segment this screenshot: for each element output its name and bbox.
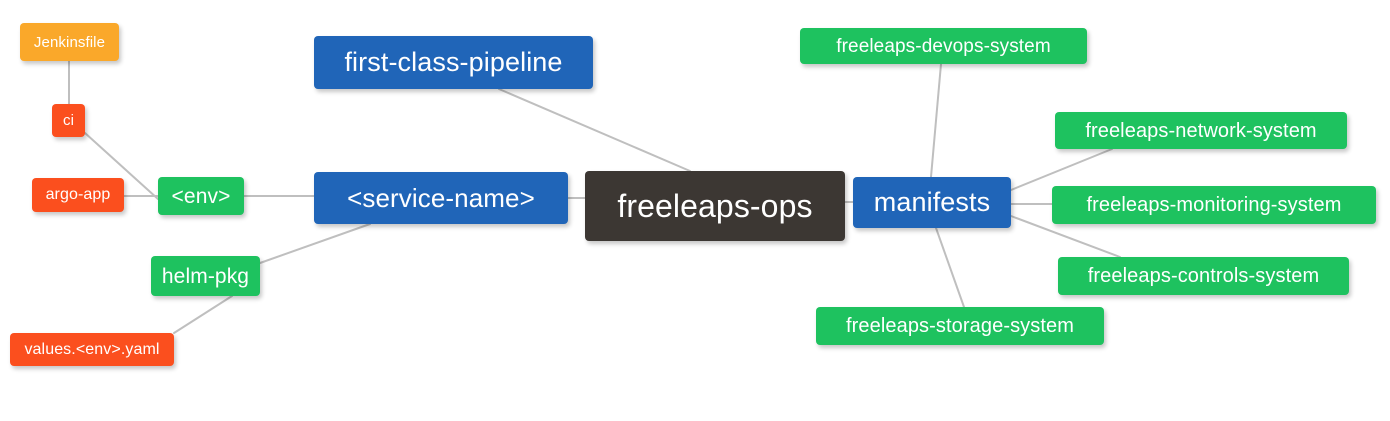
node-label-freeleaps-network-system: freeleaps-network-system — [1085, 119, 1317, 142]
node-label-freeleaps-ops: freeleaps-ops — [617, 188, 813, 224]
node-freeleaps-controls-system[interactable]: freeleaps-controls-system — [1058, 257, 1349, 295]
node-label-freeleaps-storage-system: freeleaps-storage-system — [845, 315, 1075, 337]
node-freeleaps-storage-system[interactable]: freeleaps-storage-system — [816, 307, 1104, 345]
node-freeleaps-devops-system[interactable]: freeleaps-devops-system — [800, 28, 1087, 64]
edge-values-yaml-to-helm-pkg — [173, 295, 233, 334]
edge-manifests-to-freeleaps-devops-system — [930, 63, 942, 178]
node-service-name[interactable]: <service-name> — [314, 172, 568, 224]
node-values-yaml[interactable]: values.<env>.yaml — [10, 333, 174, 366]
node-label-jenkinsfile: Jenkinsfile — [33, 33, 106, 51]
node-label-values-yaml: values.<env>.yaml — [24, 340, 160, 358]
edge-manifests-to-freeleaps-network-system — [1010, 148, 1113, 191]
node-label-ci: ci — [62, 112, 75, 129]
node-env[interactable]: <env> — [158, 177, 244, 215]
node-label-env: <env> — [171, 184, 231, 208]
node-jenkinsfile[interactable]: Jenkinsfile — [20, 23, 119, 61]
node-label-service-name: <service-name> — [347, 183, 535, 213]
node-label-manifests: manifests — [873, 187, 991, 217]
node-ci[interactable]: ci — [52, 104, 85, 137]
edge-manifests-to-freeleaps-storage-system — [935, 227, 965, 308]
edge-first-class-pipeline-to-freeleaps-ops — [498, 88, 691, 172]
node-label-first-class-pipeline: first-class-pipeline — [344, 47, 563, 77]
node-helm-pkg[interactable]: helm-pkg — [151, 256, 260, 296]
node-label-helm-pkg: helm-pkg — [161, 264, 250, 288]
node-label-freeleaps-monitoring-system: freeleaps-monitoring-system — [1086, 194, 1342, 216]
edge-helm-pkg-to-service-name — [259, 223, 371, 264]
node-freeleaps-monitoring-system[interactable]: freeleaps-monitoring-system — [1052, 186, 1376, 224]
node-label-freeleaps-controls-system: freeleaps-controls-system — [1087, 265, 1320, 287]
node-freeleaps-ops[interactable]: freeleaps-ops — [585, 171, 845, 241]
node-freeleaps-network-system[interactable]: freeleaps-network-system — [1055, 112, 1347, 149]
node-first-class-pipeline[interactable]: first-class-pipeline — [314, 36, 593, 89]
node-manifests[interactable]: manifests — [853, 177, 1011, 228]
node-label-freeleaps-devops-system: freeleaps-devops-system — [836, 35, 1051, 57]
node-label-argo-app: argo-app — [45, 186, 111, 203]
node-argo-app[interactable]: argo-app — [32, 178, 124, 212]
